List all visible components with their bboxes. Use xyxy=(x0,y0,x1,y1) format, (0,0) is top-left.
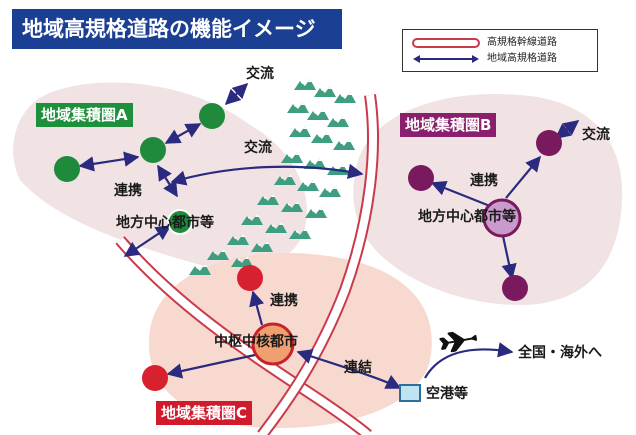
page-title: 地域高規格道路の機能イメージ xyxy=(12,9,342,49)
exchange-label-ab: 交流 xyxy=(244,140,272,156)
expressway-roads xyxy=(115,94,379,435)
cooperation-label-c: 連携 xyxy=(270,293,298,309)
area-c-nodes xyxy=(142,265,295,391)
area-a-label: 地域集積圏A xyxy=(36,103,133,127)
area-b-label: 地域集積圏B xyxy=(400,113,497,137)
area-c-label: 地域集積圏C xyxy=(156,401,253,425)
area-a-nodes xyxy=(54,103,225,235)
area-a-node xyxy=(54,156,80,182)
area-b-node xyxy=(536,130,562,156)
area-a-node xyxy=(140,137,166,163)
area-a-hub xyxy=(167,209,193,235)
area-a-node xyxy=(199,103,225,129)
area-b-nodes xyxy=(408,130,562,301)
area-c-node xyxy=(142,365,168,391)
connection-label: 連結 xyxy=(344,360,372,376)
area-b-node xyxy=(408,165,434,191)
area-c-hub xyxy=(251,322,295,366)
airplane-icon xyxy=(439,331,478,353)
legend: 高規格幹線道路 地域高規格道路 xyxy=(402,29,598,72)
area-c-node xyxy=(237,265,263,291)
regional-city-label-a: 地方中心都市等 xyxy=(116,215,214,231)
legend-label: 地域高規格道路 xyxy=(487,53,557,64)
regional-road-arrows xyxy=(78,82,580,389)
airport-icon xyxy=(399,384,421,402)
destination-label: 全国・海外へ xyxy=(518,345,602,361)
regional-city-label-b: 地方中心都市等 xyxy=(418,209,516,225)
cooperation-label-b: 連携 xyxy=(470,173,498,189)
exchange-label-a: 交流 xyxy=(246,66,274,82)
double-line-road-icon xyxy=(412,38,480,48)
exchange-label-b: 交流 xyxy=(582,127,610,143)
legend-label: 高規格幹線道路 xyxy=(487,37,557,48)
double-arrow-icon xyxy=(413,55,479,63)
airport-label: 空港等 xyxy=(426,386,468,402)
area-b-hub xyxy=(482,198,522,238)
area-b-node xyxy=(502,275,528,301)
cooperation-label-a: 連携 xyxy=(114,183,142,199)
core-city-label: 中枢中核都市 xyxy=(214,334,298,350)
